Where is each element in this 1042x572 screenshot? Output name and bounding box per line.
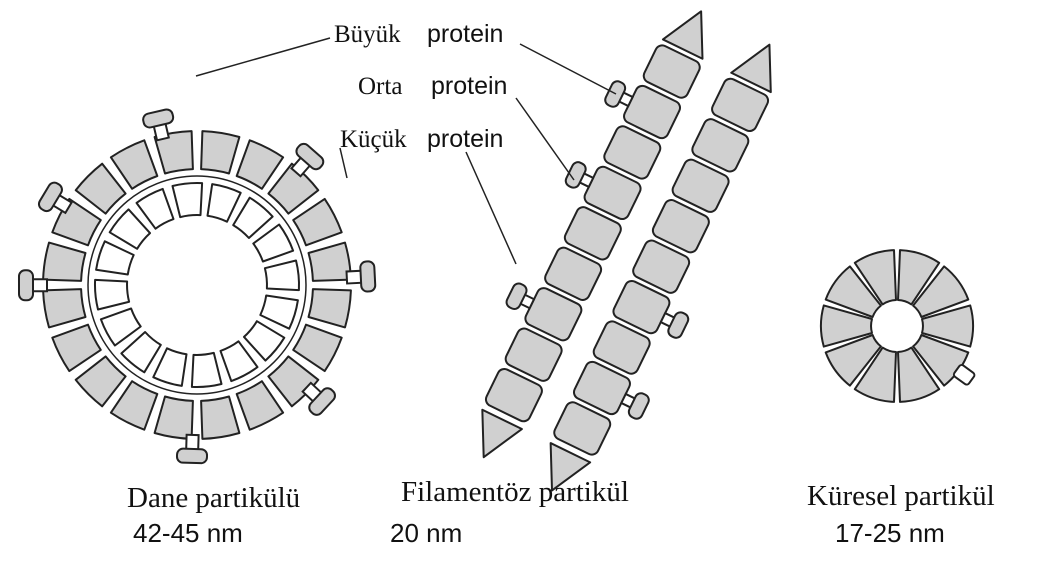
inner-subunit: [101, 309, 141, 346]
caption-sphere-size: 17-25 nm: [835, 520, 945, 546]
label-small-word: Küçük: [340, 127, 407, 152]
outer-subunit: [293, 199, 342, 245]
outer-subunit: [201, 397, 239, 439]
outer-subunit: [43, 243, 85, 281]
outer-subunit: [293, 325, 342, 371]
outer-subunit: [309, 243, 351, 281]
outer-subunit: [76, 164, 126, 214]
leader-line: [520, 44, 616, 94]
inner-subunit: [153, 348, 186, 386]
leader-line: [196, 38, 330, 76]
end-cap-subunit: [464, 410, 522, 467]
caption-grain-name: Dane partikülü: [127, 484, 300, 513]
inner-subunit: [233, 198, 272, 238]
inner-subunit: [110, 209, 150, 248]
outer-subunit: [201, 131, 239, 173]
leader-line: [516, 98, 574, 180]
inner-subunit: [192, 353, 222, 387]
outer-subunit: [237, 381, 283, 430]
inner-subunit: [244, 321, 284, 360]
caption-filament-name: Filamentöz partikül: [401, 478, 629, 507]
outer-subunit: [43, 289, 85, 327]
label-small-protein: protein: [427, 127, 503, 152]
outer-subunit: [309, 289, 351, 327]
outer-subunit: [111, 140, 157, 189]
inner-subunit: [208, 184, 241, 222]
outer-subunit: [155, 397, 193, 439]
inner-subunit: [95, 280, 129, 310]
caption-grain-size: 42-45 nm: [133, 520, 243, 546]
label-large-word: Büyük: [334, 22, 401, 47]
label-large-protein: protein: [427, 22, 503, 47]
grain-particle-icon: [19, 108, 376, 463]
outer-subunit: [52, 325, 101, 371]
label-medium-word: Orta: [358, 74, 402, 99]
outer-subunit: [76, 356, 126, 406]
caption-sphere-name: Küresel partikül: [807, 482, 995, 511]
inner-subunit: [96, 241, 134, 274]
outer-subunit: [111, 381, 157, 430]
outer-subunit: [237, 140, 283, 189]
inner-subunit: [173, 183, 203, 217]
inner-subunit: [137, 189, 174, 229]
leader-line: [466, 152, 516, 264]
inner-subunit: [260, 296, 298, 329]
caption-filament-size: 20 nm: [390, 520, 462, 546]
inner-subunit: [221, 341, 258, 381]
inner-subunit: [253, 225, 293, 262]
inner-subunit: [121, 332, 160, 372]
spherical-particle-icon: [821, 250, 976, 402]
label-medium-protein: protein: [431, 74, 507, 99]
inner-subunit: [265, 261, 299, 291]
